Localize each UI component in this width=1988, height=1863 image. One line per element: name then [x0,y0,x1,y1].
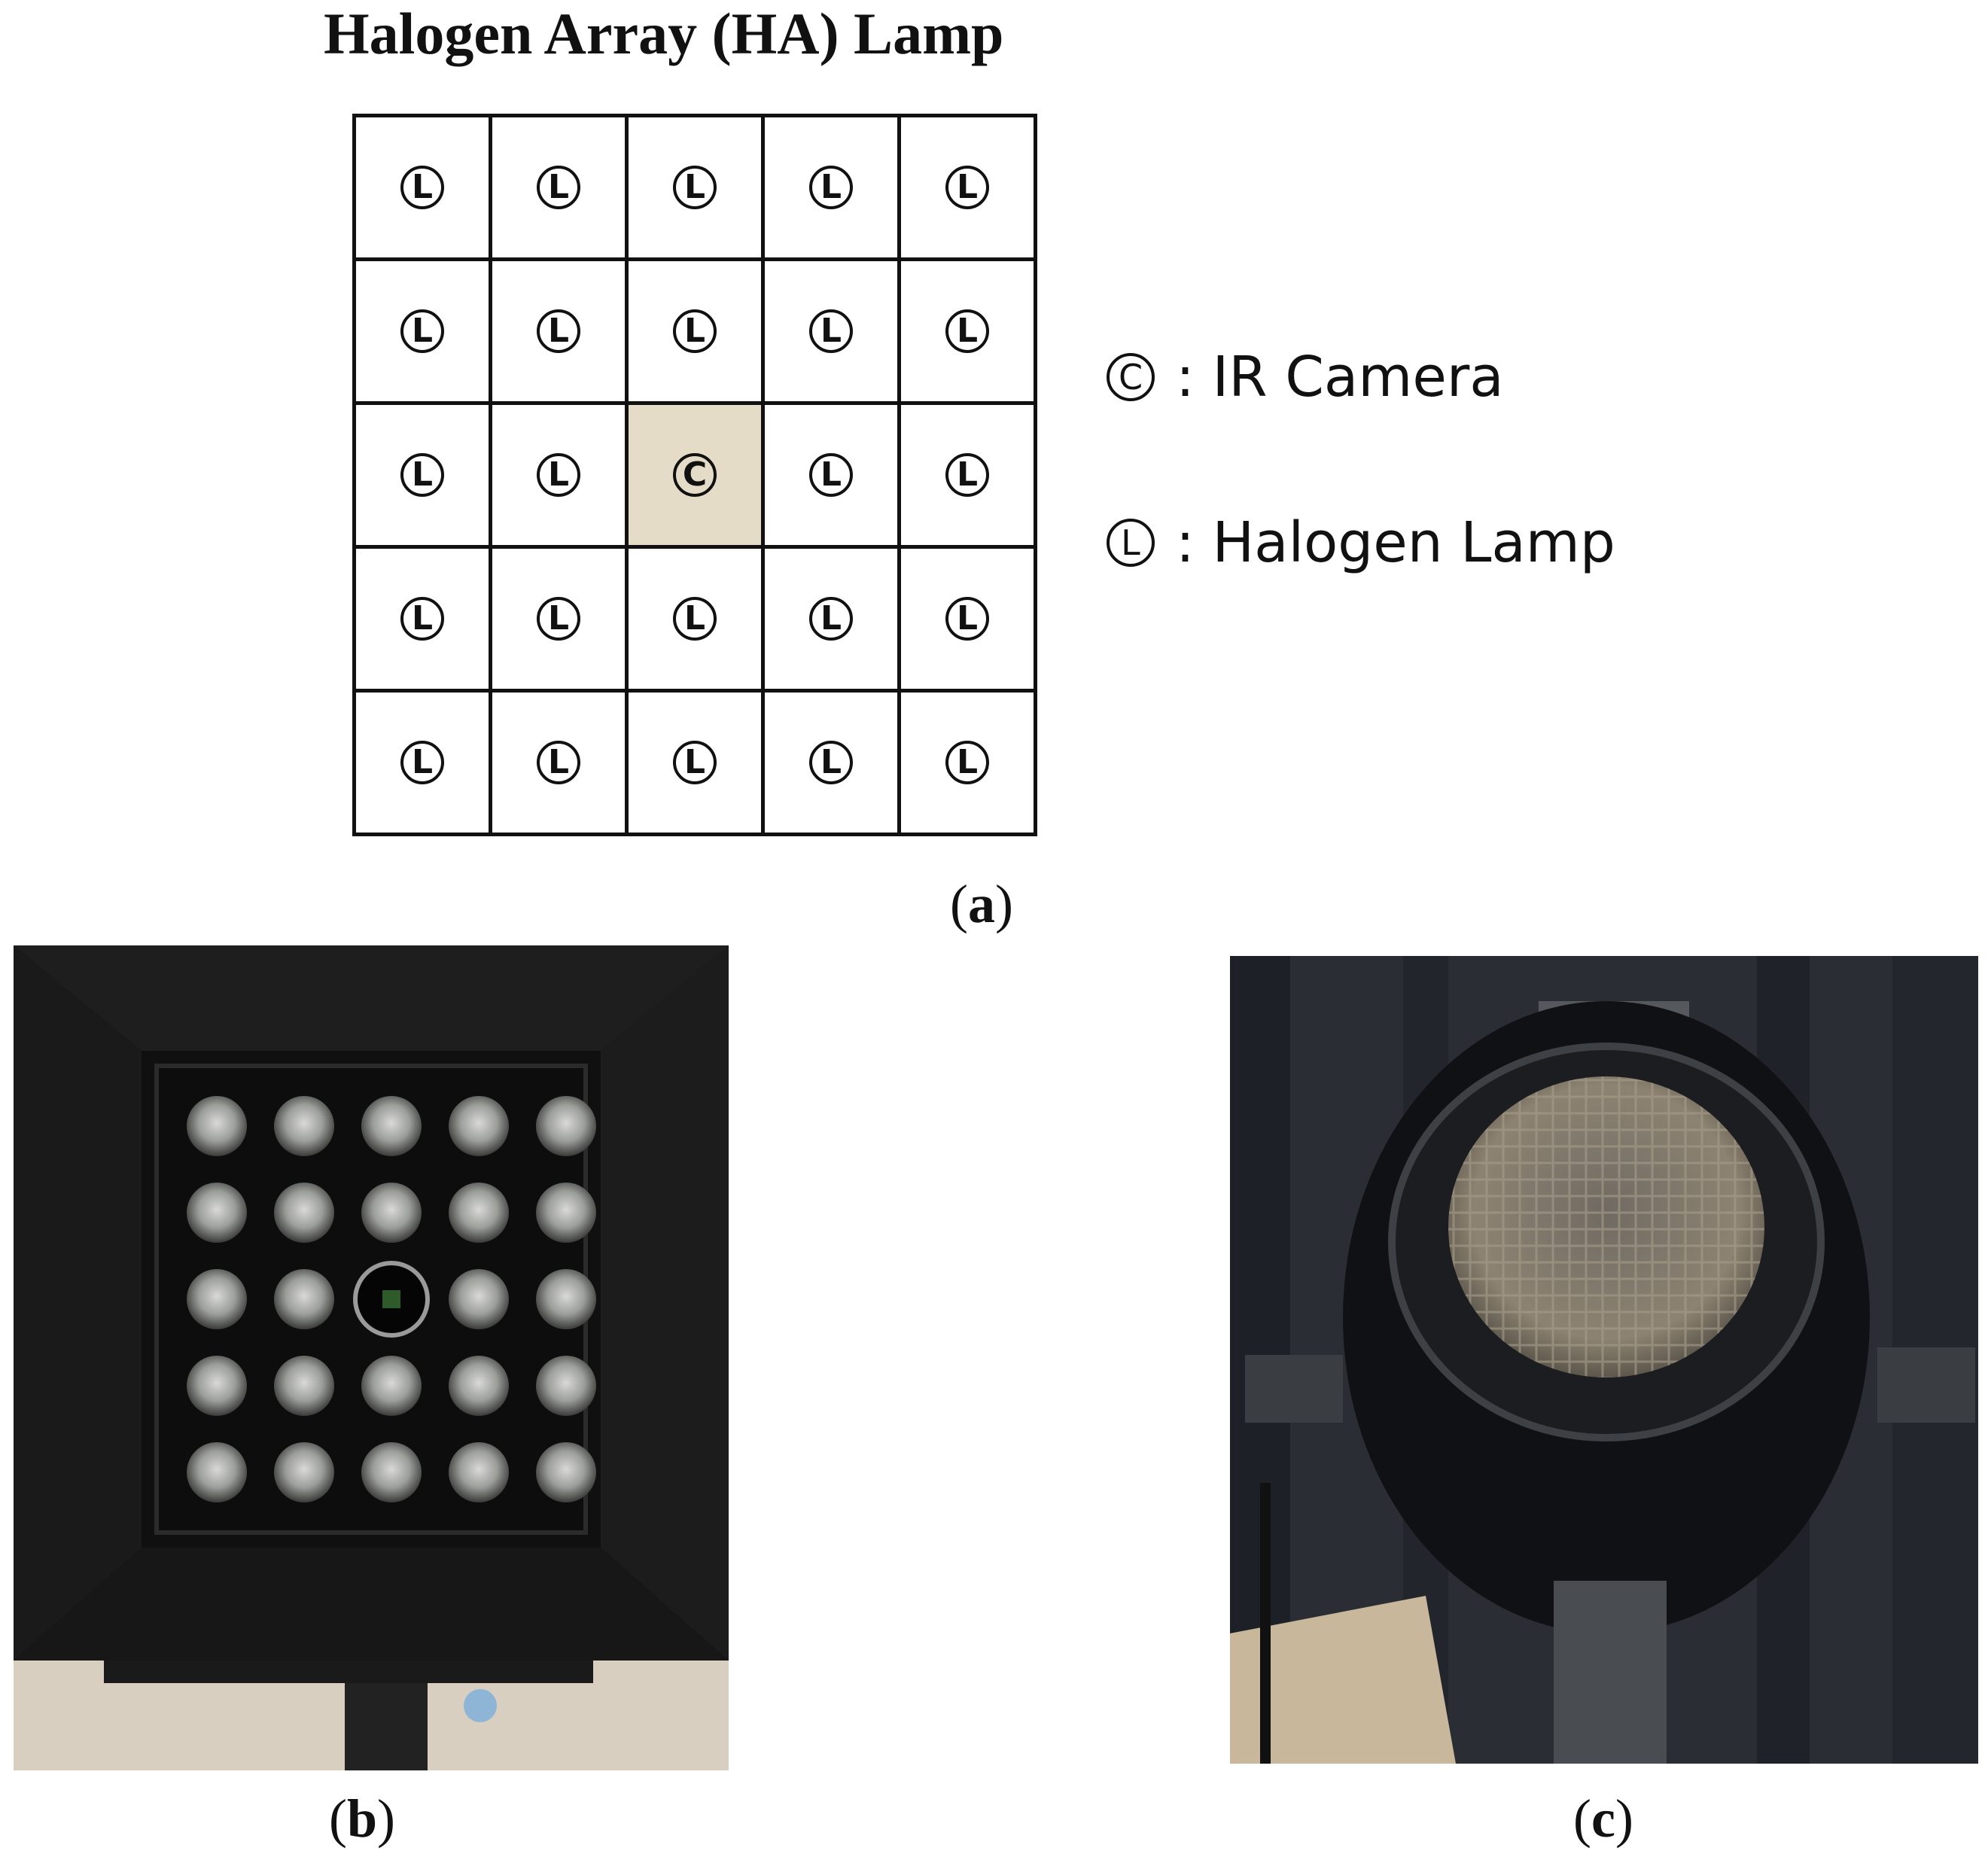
lamp-symbol-icon: L [945,741,989,784]
halogen-bulb [187,1356,247,1416]
halogen-bulb [536,1269,596,1329]
lamp-symbol-icon: L [809,453,853,497]
halogen-bulb [536,1356,596,1416]
grid-cell-lamp: L [897,114,1037,261]
grid-cell-lamp: L [897,401,1037,549]
halogen-bulb [274,1096,334,1156]
halogen-bulb [361,1442,422,1502]
grid-cell-lamp: L [761,689,901,836]
grid-cell-lamp: L [489,689,629,836]
grid-cell-lamp: L [352,545,492,693]
lamp-symbol-icon: L [537,453,580,497]
lamp-symbol-icon: L [809,166,853,209]
grid-cell-lamp: L [489,114,629,261]
grid-cell-lamp: L [625,689,765,836]
lamp-symbol-icon: L [673,166,717,209]
lamp-symbol-icon: L [809,309,853,353]
lamp-symbol-icon: L [945,166,989,209]
halogen-bulb [536,1183,596,1243]
halogen-bulb [361,1096,422,1156]
camera-symbol-icon: C [1107,353,1155,401]
legend-halogen-lamp: L : Halogen Lamp [1107,510,1615,575]
halogen-bulb [187,1096,247,1156]
lamp-symbol-icon: L [537,309,580,353]
legend-label-lamp: : Halogen Lamp [1176,510,1615,575]
halogen-bulb [536,1096,596,1156]
halogen-bulb [274,1442,334,1502]
lamp-symbol-icon: L [945,309,989,353]
halogen-bulb [449,1183,509,1243]
lamp-symbol-icon: L [673,597,717,641]
ha-lamp-grid: L L L L L L L L L L L L C L L L L L L L L L L L L [352,114,1037,836]
halogen-bulb [449,1096,509,1156]
bulb-grid [187,1096,596,1502]
camera-symbol-icon: C [673,453,717,497]
grid-cell-lamp: L [625,257,765,405]
lamp-symbol-icon: L [400,309,444,353]
caption-c: (c) [1573,1788,1633,1849]
halogen-bulb [187,1183,247,1243]
lamp-symbol-icon: L [673,309,717,353]
caption-b: (b) [329,1788,396,1849]
grid-cell-lamp: L [489,257,629,405]
legend-ir-camera: C : IR Camera [1107,345,1504,409]
grid-cell-lamp: L [352,257,492,405]
halogen-bulb [187,1442,247,1502]
lamp-symbol-icon: L [809,741,853,784]
grid-cell-lamp: L [897,257,1037,405]
lamp-symbol-icon: L [945,453,989,497]
ir-camera-sensor [382,1290,400,1308]
halogen-bulb [449,1442,509,1502]
lamp-symbol-icon: L [400,597,444,641]
grid-cell-lamp: L [625,114,765,261]
grid-cell-lamp: L [761,401,901,549]
lamp-symbol-icon: L [1107,519,1155,567]
halogen-bulb [361,1356,422,1416]
halogen-bulb [274,1356,334,1416]
grid-cell-lamp: L [489,545,629,693]
halogen-bulb [449,1269,509,1329]
photo-ha-lamp [14,945,729,1770]
lamp-symbol-icon: L [809,597,853,641]
halogen-bulb [361,1183,422,1243]
grid-cell-camera: C [625,401,765,549]
lamp-symbol-icon: L [537,597,580,641]
grid-cell-lamp: L [897,689,1037,836]
caption-a: (a) [950,874,1013,934]
halogen-bulb [274,1269,334,1329]
grid-cell-lamp: L [625,545,765,693]
grid-cell-lamp: L [761,114,901,261]
lamp-symbol-icon: L [400,741,444,784]
grid-cell-lamp: L [897,545,1037,693]
grid-cell-lamp: L [489,401,629,549]
grid-cell-lamp: L [761,257,901,405]
grid-cell-lamp: L [761,545,901,693]
lamp-symbol-icon: L [400,453,444,497]
halogen-bulb [274,1183,334,1243]
grid-cell-lamp: L [352,114,492,261]
legend-label-camera: : IR Camera [1176,345,1504,409]
lamp-symbol-icon: L [537,741,580,784]
grid-cell-lamp: L [352,689,492,836]
figure-title: Halogen Array (HA) Lamp [324,1,1004,66]
halogen-bulb [187,1269,247,1329]
halogen-bulb [449,1356,509,1416]
photo-halogen-lamp [1230,956,1978,1764]
grid-cell-lamp: L [352,401,492,549]
lamp-symbol-icon: L [945,597,989,641]
lamp-symbol-icon: L [537,166,580,209]
lamp-symbol-icon: L [400,166,444,209]
lamp-symbol-icon: L [673,741,717,784]
halogen-bulb [536,1442,596,1502]
